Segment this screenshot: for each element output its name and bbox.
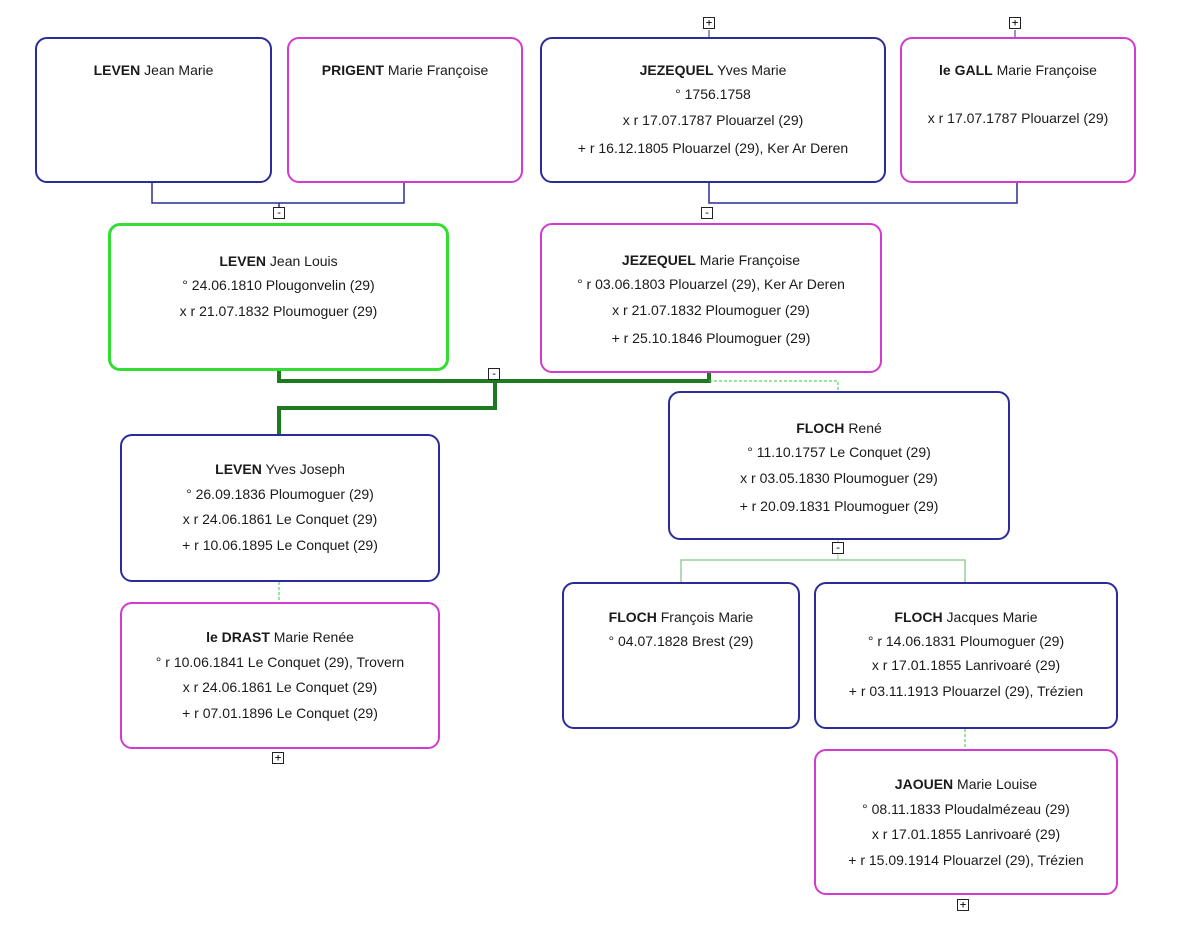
- birth-line: ° 1756.1758: [675, 86, 751, 102]
- person-name: LEVEN Jean Marie: [94, 57, 214, 83]
- given-name: Marie Louise: [957, 776, 1038, 792]
- marriage-line: x r 24.06.1861 Le Conquet (29): [182, 511, 378, 527]
- person-name: JEZEQUEL Yves Marie: [640, 57, 787, 83]
- person-name: JEZEQUEL Marie Françoise: [622, 247, 800, 273]
- given-name: Marie Françoise: [996, 62, 1097, 78]
- given-name: René: [848, 420, 882, 436]
- marriage-line: x r 21.07.1832 Ploumoguer (29): [612, 302, 810, 318]
- death-line: + r 20.09.1831 Ploumoguer (29): [739, 498, 939, 514]
- marriage-line: x r 17.07.1787 Plouarzel (29): [927, 110, 1109, 126]
- birth-line: ° 08.11.1833 Ploudalmézeau (29): [862, 801, 1070, 817]
- person-card-floch-jacques-marie[interactable]: FLOCH Jacques Marie ° r 14.06.1831 Ploum…: [814, 582, 1118, 729]
- person-card-jaouen-marie-louise[interactable]: JAOUEN Marie Louise ° 08.11.1833 Ploudal…: [814, 749, 1118, 895]
- given-name: Marie Françoise: [699, 252, 801, 268]
- surname: le GALL: [939, 62, 993, 78]
- collapse-parents-jezequel-toggle[interactable]: -: [701, 207, 713, 219]
- surname: FLOCH: [894, 609, 943, 625]
- person-name: le GALL Marie Françoise: [939, 57, 1097, 83]
- surname: JEZEQUEL: [639, 62, 714, 78]
- birth-line: ° 04.07.1828 Brest (29): [608, 633, 754, 649]
- death-line: + r 25.10.1846 Ploumoguer (29): [611, 330, 811, 346]
- death-line: + r 16.12.1805 Plouarzel (29), Ker Ar De…: [577, 140, 849, 156]
- expand-ancestors-jezequel-toggle[interactable]: +: [703, 17, 715, 29]
- birth-line: ° r 10.06.1841 Le Conquet (29), Trovern: [155, 654, 405, 670]
- person-name: FLOCH François Marie: [609, 604, 754, 630]
- person-name: le DRAST Marie Renée: [206, 624, 354, 650]
- parents-connector-jezequel: [708, 183, 1018, 204]
- death-line: + r 10.06.1895 Le Conquet (29): [182, 537, 378, 553]
- person-name: PRIGENT Marie Françoise: [322, 57, 489, 83]
- person-card-jezequel-yves-marie[interactable]: JEZEQUEL Yves Marie ° 1756.1758 x r 17.0…: [540, 37, 886, 183]
- death-line: + r 15.09.1914 Plouarzel (29), Trézien: [848, 852, 1084, 868]
- marriage-line: x r 17.01.1855 Lanrivoaré (29): [871, 826, 1061, 842]
- death-line: + r 03.11.1913 Plouarzel (29), Trézien: [848, 683, 1084, 699]
- person-card-prigent-marie-francoise[interactable]: PRIGENT Marie Françoise: [287, 37, 523, 183]
- death-line: + r 07.01.1896 Le Conquet (29): [182, 705, 378, 721]
- person-card-ledrast-marie-renee[interactable]: le DRAST Marie Renée ° r 10.06.1841 Le C…: [120, 602, 440, 749]
- collapse-children-floch-toggle[interactable]: -: [832, 542, 844, 554]
- expand-descendants-yves-toggle[interactable]: +: [272, 752, 284, 764]
- given-name: Marie Françoise: [387, 62, 489, 78]
- given-name: Marie Renée: [273, 629, 354, 645]
- surname: PRIGENT: [321, 62, 384, 78]
- birth-line: ° 26.09.1836 Ploumoguer (29): [186, 486, 374, 502]
- marriage-line: x r 03.05.1830 Ploumoguer (29): [740, 470, 938, 486]
- marriage-line: x r 21.07.1832 Ploumoguer (29): [179, 303, 378, 319]
- expand-ancestors-legall-toggle[interactable]: +: [1009, 17, 1021, 29]
- marriage-line: x r 17.01.1855 Lanrivoaré (29): [871, 657, 1061, 673]
- person-name: FLOCH René: [796, 415, 882, 441]
- marriage-line: x r 24.06.1861 Le Conquet (29): [182, 679, 378, 695]
- surname: le DRAST: [206, 629, 270, 645]
- given-name: Jacques Marie: [946, 609, 1038, 625]
- person-card-leven-jean-marie[interactable]: LEVEN Jean Marie: [35, 37, 272, 183]
- person-card-floch-rene[interactable]: FLOCH René ° 11.10.1757 Le Conquet (29) …: [668, 391, 1010, 540]
- given-name: Jean Marie: [144, 62, 214, 78]
- child-line-yves-joseph: [277, 381, 497, 434]
- birth-line: ° 11.10.1757 Le Conquet (29): [747, 444, 931, 460]
- given-name: Yves Marie: [717, 62, 787, 78]
- person-card-leven-jean-louis[interactable]: LEVEN Jean Louis ° 24.06.1810 Plougonvel…: [108, 223, 449, 371]
- person-card-jezequel-marie-francoise[interactable]: JEZEQUEL Marie Françoise ° r 03.06.1803 …: [540, 223, 882, 373]
- person-card-floch-francois-marie[interactable]: FLOCH François Marie ° 04.07.1828 Brest …: [562, 582, 800, 729]
- marriage-line: x r 17.07.1787 Plouarzel (29): [622, 112, 804, 128]
- children-connector-floch: [680, 559, 966, 582]
- person-name: LEVEN Jean Louis: [219, 248, 337, 274]
- surname: LEVEN: [215, 461, 262, 477]
- person-name: JAOUEN Marie Louise: [895, 771, 1037, 797]
- birth-line: ° 24.06.1810 Plougonvelin (29): [182, 277, 375, 293]
- person-name: FLOCH Jacques Marie: [894, 604, 1037, 630]
- person-card-leven-yves-joseph[interactable]: LEVEN Yves Joseph ° 26.09.1836 Ploumogue…: [120, 434, 440, 582]
- person-card-legall-marie-francoise[interactable]: le GALL Marie Françoise x r 17.07.1787 P…: [900, 37, 1136, 183]
- collapse-parents-leven-toggle[interactable]: -: [273, 207, 285, 219]
- surname: FLOCH: [608, 609, 657, 625]
- surname: JAOUEN: [894, 776, 954, 792]
- birth-line: ° r 03.06.1803 Plouarzel (29), Ker Ar De…: [577, 276, 845, 292]
- collapse-couple-toggle[interactable]: -: [488, 368, 500, 380]
- surname: LEVEN: [219, 253, 267, 269]
- expand-descendants-jacques-toggle[interactable]: +: [957, 899, 969, 911]
- given-name: François Marie: [660, 609, 754, 625]
- person-name: LEVEN Yves Joseph: [215, 456, 345, 482]
- surname: JEZEQUEL: [621, 252, 696, 268]
- surname: FLOCH: [796, 420, 845, 436]
- given-name: Jean Louis: [269, 253, 338, 269]
- given-name: Yves Joseph: [265, 461, 345, 477]
- surname: LEVEN: [93, 62, 141, 78]
- remarriage-link: [709, 380, 839, 391]
- birth-line: ° r 14.06.1831 Ploumoguer (29): [867, 633, 1065, 649]
- parents-connector-leven: [151, 183, 405, 204]
